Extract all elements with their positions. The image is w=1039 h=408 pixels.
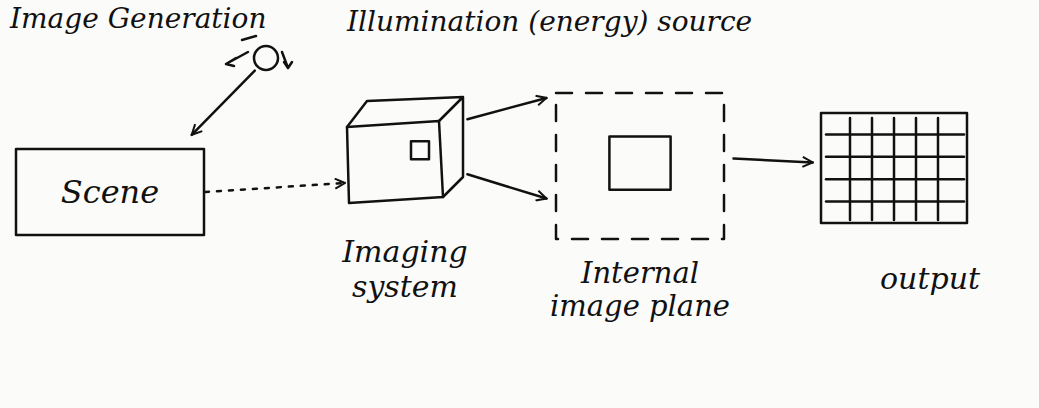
camera-lens: [411, 141, 429, 159]
light-source: [254, 46, 278, 70]
diagram-title: Image Generation: [10, 2, 266, 35]
image-plane-border: [556, 93, 724, 239]
connector-arrow: [467, 174, 546, 198]
grid-line: [826, 156, 964, 159]
scene-box: [16, 149, 204, 235]
camera-body: [347, 97, 463, 197]
grid-line: [826, 133, 964, 136]
diagram-node: Internal image plane: [555, 92, 725, 240]
node-outline: [555, 92, 725, 240]
light-ray: [226, 52, 248, 66]
output-grid: [821, 113, 967, 223]
node-outline: [820, 112, 968, 224]
node-label: Illumination (energy) source: [347, 6, 752, 38]
connector-arrow: [467, 98, 546, 119]
node-label: Internal image plane: [550, 257, 730, 324]
node-outline: [345, 95, 465, 205]
light-ray: [282, 52, 292, 68]
diagram-node: Scene: [15, 148, 205, 236]
diagram-node: output: [820, 112, 968, 224]
node-label: Scene: [61, 174, 159, 211]
projected-image: [609, 136, 670, 189]
light-ray: [242, 36, 256, 40]
camera-body: [347, 121, 443, 203]
grid-line: [826, 178, 964, 181]
connector-arrow: [734, 159, 813, 163]
grid-line: [826, 200, 964, 203]
connector-arrow: [205, 183, 345, 192]
node-outline: [252, 44, 280, 72]
diagram-node: Illumination (energy) source: [252, 44, 280, 72]
node-label: Imaging system: [325, 235, 485, 304]
connector-arrow: [192, 71, 255, 135]
diagram-node: Imaging system: [345, 95, 465, 205]
node-label: output: [880, 262, 980, 297]
